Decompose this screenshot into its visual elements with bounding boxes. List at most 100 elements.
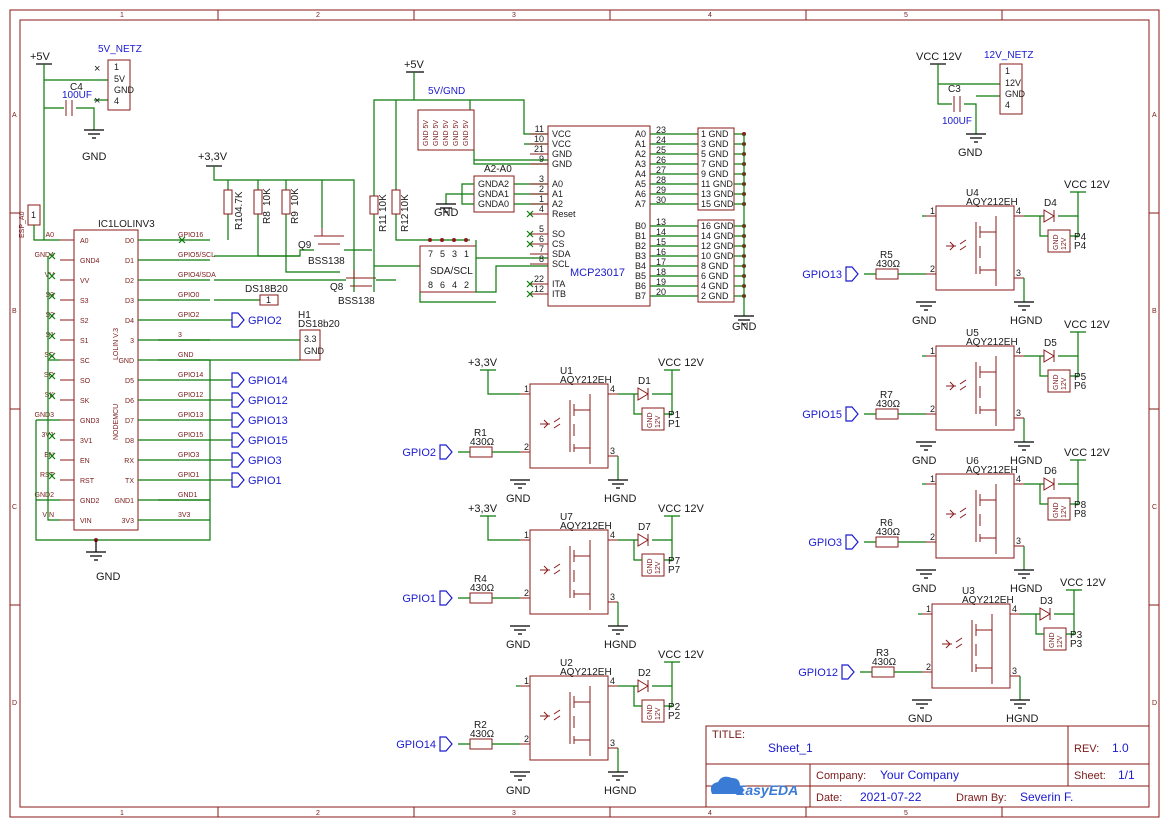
relay-gnd-label: GND (506, 493, 531, 505)
rev-value: 1.0 (1112, 741, 1129, 755)
ground-symbol (510, 625, 530, 635)
mcu-pin-outer-left: S3 (45, 292, 54, 299)
header-a-pin: 3 GND (701, 139, 729, 149)
frame-row-label: D (1152, 700, 1157, 707)
mcp-pin-label: ITA (552, 279, 565, 289)
title-value: Sheet_1 (768, 741, 813, 755)
relay-resistor (469, 592, 493, 604)
netz12v-pin: 4 (1005, 100, 1010, 110)
relay-out-ref-2: P4 (1074, 241, 1087, 252)
header-b-pin: 14 GND (701, 231, 734, 241)
drawn-label: Drawn By: (956, 792, 1007, 804)
mcu-pin-inner-left: SK (80, 398, 90, 405)
mcp-pin-number: 11 (535, 124, 544, 134)
ground-symbol (510, 771, 530, 781)
relay-ctrl-supply: +3,3V (468, 357, 498, 369)
no-connect-mark (48, 372, 56, 380)
relay-out-pin: 12V (1061, 237, 1068, 250)
relay-resistor-ref: R1 (474, 428, 487, 439)
relay-out-connector-wire (633, 394, 673, 415)
header-b-pin: 12 GND (701, 241, 734, 251)
mcp-pin-number: 12 (534, 284, 544, 294)
relay-resistor (875, 536, 899, 548)
mcu-pin-inner-left: S2 (80, 318, 89, 325)
relay-pins (922, 613, 1020, 677)
relay-out-ref: P2 (668, 702, 681, 713)
mcu-pin-outer-right: GPIO1 (178, 472, 200, 479)
relay-resistor (469, 446, 493, 458)
relay-part: AQY212EH (560, 667, 612, 678)
relay-ref: U1 (560, 366, 573, 377)
relay-diode-ref: D4 (1044, 198, 1057, 209)
relay-out-connector (1047, 229, 1071, 253)
mcp-pin-label: GND (552, 149, 573, 159)
frame-row-label: D (12, 700, 17, 707)
relay-out-pin: 12V (1061, 505, 1068, 518)
relay-diode (637, 679, 649, 693)
relay-ref: U6 (966, 456, 979, 467)
mcu-pin-inner-left: SO (80, 378, 91, 385)
relay-out-pin: GND (1053, 502, 1060, 518)
mcu-pin-inner-right: D4 (125, 318, 134, 325)
mcp-pin-number: 25 (656, 145, 666, 155)
mcp-pin-number: 6 (539, 234, 544, 244)
relay-gpio-flag: GPIO12 (798, 667, 838, 679)
mcu-pin-outer-left: S2 (45, 312, 54, 319)
relay-diode (637, 387, 649, 401)
relay-out-connector (1043, 627, 1067, 651)
net-flag-shape (439, 736, 453, 752)
gnd-label: GND (82, 151, 107, 163)
relay-pin-number: 2 (524, 442, 529, 452)
a2a0-name: A2-A0 (484, 164, 512, 175)
header-b-pin: 2 GND (701, 291, 729, 301)
relay-pins (926, 483, 1024, 547)
mcp-pin-number: 13 (656, 217, 666, 227)
no-connect-mark (526, 210, 534, 218)
relay-out-ref: P1 (668, 410, 681, 421)
relay-pins (520, 539, 618, 603)
relay-diode-ref: D6 (1044, 466, 1057, 477)
no-connect-mark (526, 280, 534, 288)
mcu-pin-outer-right: GPIO5/SCL (178, 252, 215, 259)
relay-pin-number: 3 (610, 446, 615, 456)
mcp-pin-label: B1 (635, 231, 646, 241)
mcp-pin-number: 15 (656, 237, 666, 247)
mcp-pin-number: 23 (656, 125, 666, 135)
relay-ref: U7 (560, 512, 573, 523)
header-b-pin: 4 GND (701, 281, 729, 291)
relay-diode-ref: D7 (638, 522, 651, 533)
v5gnd-pin: GND 5V (443, 120, 450, 146)
netz5v-pin: 5V (114, 74, 125, 84)
mcp-pin-number: 30 (656, 195, 666, 205)
mcu-pin-inner-right: 3V3 (122, 518, 135, 525)
q8-part: BSS138 (338, 296, 375, 307)
relay-diode-ref: D3 (1040, 596, 1053, 607)
r9-value: 10K (290, 188, 301, 206)
mcu-pin-outer-right: GND1 (178, 492, 198, 499)
frame-row-label: A (12, 112, 17, 119)
ground-symbol (608, 771, 628, 781)
relay-channel: U1AQY212EH1243R1430ΩGPIO2+3,3VHGNDD1VCC … (402, 357, 704, 505)
mcu-pin-inner-right: D2 (125, 278, 134, 285)
mcu-pin-outer-left: SK (45, 392, 55, 399)
mcp-pin-label: A6 (635, 189, 646, 199)
relay-resistor-value: 430Ω (470, 583, 495, 594)
no-connect-mark (48, 272, 56, 280)
relay-resistor (871, 666, 895, 678)
relay-hgnd-label: HGND (1006, 713, 1038, 725)
ground-symbol (1014, 301, 1034, 311)
relay-part: AQY212EH (560, 521, 612, 532)
level-shifter-section: +3,3V R10 4.7K R8 10K R9 10K Q9 BSS138 Q… (198, 151, 396, 361)
relay-out-ref-2: P8 (1074, 509, 1087, 520)
relay-body (935, 345, 1015, 431)
header-b-pin: 10 GND (701, 251, 734, 261)
header-a-pin: 9 GND (701, 169, 729, 179)
relay-internals (942, 614, 993, 684)
relay-out-ref: P4 (1074, 232, 1087, 243)
relay-resistor (875, 268, 899, 280)
netz12v-pin: 12V (1005, 78, 1021, 88)
ground-symbol (1014, 569, 1034, 579)
relay-pin-number: 4 (610, 676, 615, 686)
